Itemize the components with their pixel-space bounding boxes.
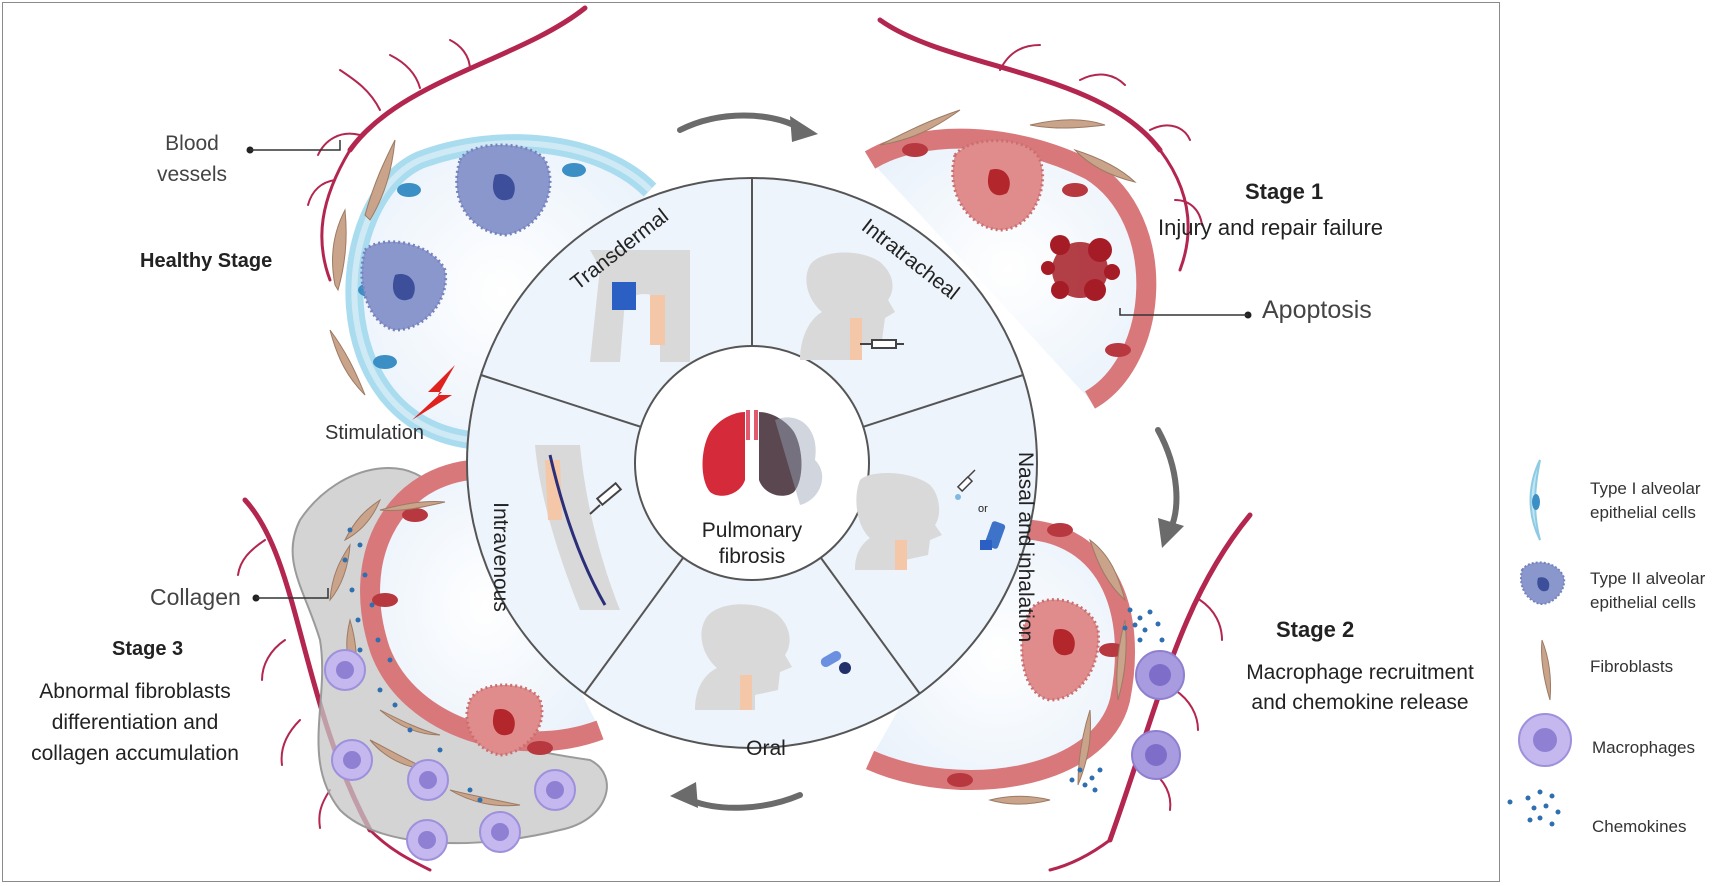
arrow-head-icon <box>1158 518 1184 548</box>
center-label-line1: Pulmonary <box>701 519 803 542</box>
nasal-syringe-icon <box>956 469 976 493</box>
type-i-cell-icon <box>1529 459 1541 541</box>
legend-type1-line2: epithelial cells <box>1590 503 1696 522</box>
arrow-healthy-to-stage1 <box>677 112 803 133</box>
transdermal-figure <box>590 250 690 362</box>
arrow-head-icon <box>670 782 698 808</box>
lungs-icon <box>702 410 823 505</box>
oral-figure <box>695 604 851 710</box>
chemokines <box>342 527 483 803</box>
healthy-alveolus <box>345 134 657 449</box>
legend-macrophages: Macrophages <box>1592 738 1696 757</box>
type-ii-cell <box>360 240 448 332</box>
route-label-oral: Oral <box>746 737 786 760</box>
type-ii-cell-icon <box>1520 561 1566 606</box>
stage2-line1: Macrophage recruitment <box>1246 661 1474 684</box>
stage3-line2: differentiation and <box>51 711 219 734</box>
type-ii-cell <box>455 143 552 237</box>
legend-type1: Type I alveolar epithelial cells <box>1590 477 1701 525</box>
stage2-description: Macrophage recruitment and chemokine rel… <box>1220 658 1500 718</box>
pill-icon <box>820 651 851 674</box>
fibroblasts <box>988 538 1127 805</box>
chemokine-icon <box>1507 789 1561 827</box>
inhaler-icon <box>980 521 1006 550</box>
collagen-label: Collagen <box>150 584 241 610</box>
legend-chemokines: Chemokines <box>1592 817 1687 836</box>
stage1-title: Stage 1 <box>1245 179 1324 204</box>
injured-alveolus <box>864 128 1157 409</box>
stage3-title: Stage 3 <box>112 638 184 660</box>
arrow-heads <box>670 116 1184 808</box>
intravenous-figure <box>535 445 623 610</box>
nasal-figure: or <box>855 469 1006 570</box>
figure-frame <box>2 2 1500 882</box>
or-label: or <box>978 503 988 515</box>
type-ii-cell-injured <box>1020 598 1100 702</box>
macrophage-icon <box>1518 713 1572 767</box>
fibroblast-icon <box>1541 639 1551 701</box>
type-ii-cell-injured <box>465 683 544 757</box>
healthy-stage-title: Healthy Stage <box>140 250 273 272</box>
stage2-line2: and chemokine release <box>1251 691 1469 714</box>
macrophages <box>1131 650 1185 780</box>
blood-vessels-label: Blood vessels <box>150 128 234 190</box>
legend-icons <box>1507 459 1572 827</box>
center-label: Pulmonary fibrosis <box>672 518 832 570</box>
macrophage-alveolus <box>865 519 1135 790</box>
stage2-title: Stage 2 <box>1276 617 1355 642</box>
fibrotic-alveolus <box>360 460 604 757</box>
chemokines <box>1069 607 1165 793</box>
legend-type2-line1: Type II alveolar <box>1590 569 1706 588</box>
syringe-icon <box>860 339 904 349</box>
stage3-description: Abnormal fibroblasts differentiation and… <box>10 676 260 769</box>
stage3-line1: Abnormal fibroblasts <box>39 680 231 703</box>
center-label-line2: fibrosis <box>718 545 786 568</box>
stimulation-bolt-icon <box>412 365 455 420</box>
intratracheal-figure <box>800 252 904 360</box>
blood-vessels-line2: vessels <box>156 163 228 186</box>
type-ii-cell-injured <box>951 139 1045 232</box>
legend-type2-line2: epithelial cells <box>1590 593 1696 612</box>
macrophages <box>324 649 576 861</box>
legend-fibroblasts: Fibroblasts <box>1590 657 1674 676</box>
apoptosis-label: Apoptosis <box>1262 296 1372 324</box>
patch-icon <box>612 282 636 310</box>
arrow-head-icon <box>790 116 818 142</box>
fibroblasts <box>879 109 1137 183</box>
iv-syringe-icon <box>589 481 623 515</box>
blood-vessels-line1: Blood <box>165 132 219 155</box>
arrow-stage2-to-stage3 <box>687 792 803 811</box>
blood-vessels <box>237 5 1253 872</box>
legend-type2: Type II alveolar epithelial cells <box>1590 567 1705 615</box>
apoptotic-cell <box>1041 235 1120 301</box>
stage1-subtitle: Injury and repair failure <box>1158 215 1384 240</box>
stimulation-label: Stimulation <box>325 422 424 444</box>
fibroblasts <box>329 139 396 396</box>
stage3-line3: collagen accumulation <box>31 742 239 765</box>
legend-type1-line1: Type I alveolar <box>1590 479 1701 498</box>
droplet-icon <box>955 494 961 500</box>
